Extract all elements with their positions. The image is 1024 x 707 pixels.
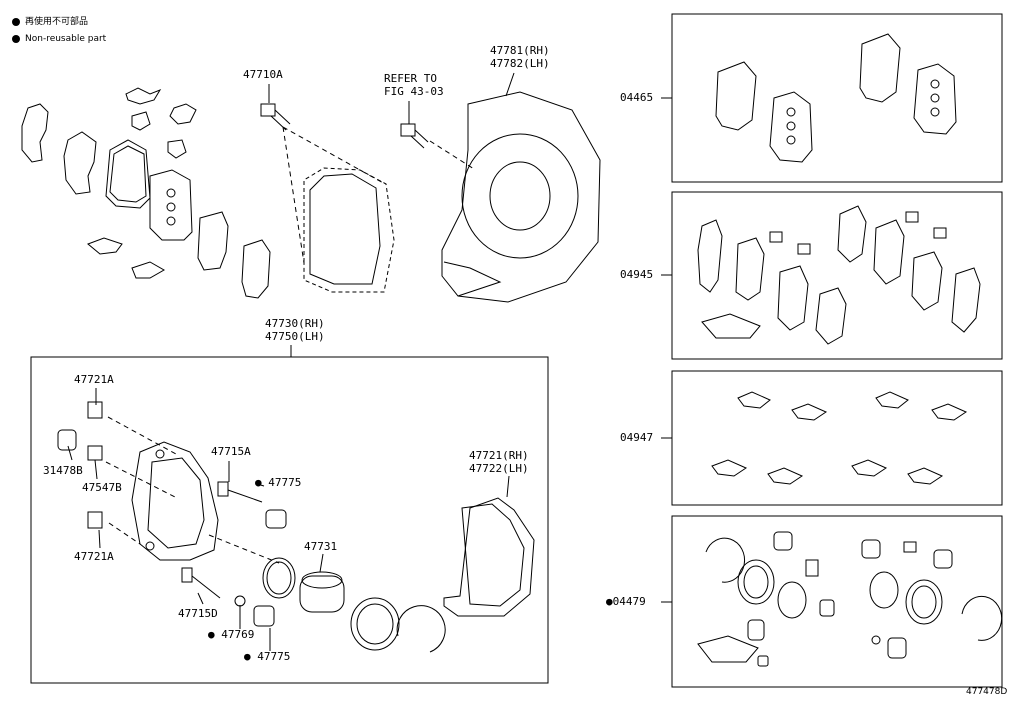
caliper-body-drawing [131,441,219,561]
part-label-47547B[interactable]: 47547B [82,481,122,494]
part-label-47715A[interactable]: 47715A [211,445,251,458]
caliper-assembly-box [30,356,549,684]
part-label-47775-bottom[interactable]: ● 47775 [244,650,291,663]
part-label-04479-text: 04479 [612,595,646,608]
part-label-47775-top[interactable]: ● 47775 [255,476,302,489]
part-label-47731[interactable]: 47731 [304,540,338,553]
part-label-47781[interactable]: 47781(RH) [490,44,550,57]
disc-dust-cover-drawing [441,91,601,303]
part-label-47782[interactable]: 47782(LH) [490,57,550,70]
part-label-47769[interactable]: 47769 [221,628,255,641]
refer-fig-link[interactable]: FIG 43-03 [384,85,444,98]
part-label-47775-bottom-text: 47775 [257,650,291,663]
box-04945 [671,191,1003,360]
legend-non-reusable-en: Non-reusable part [25,34,107,44]
box-04947 [671,370,1003,506]
part-label-47715D[interactable]: 47715D [178,607,218,620]
part-label-47750[interactable]: 47750(LH) [265,330,325,343]
refer-to-label: REFER TO [384,72,437,85]
legend-row-en: Non-reusable part [12,34,106,44]
part-label-31478B[interactable]: 31478B [43,464,83,477]
part-label-47721A-bottom[interactable]: 47721A [74,550,114,563]
bolt-fig43-drawing [400,123,429,149]
part-label-47721[interactable]: 47721(RH) [469,449,529,462]
legend-non-reusable-ja: 再使用不可部品 [25,17,89,27]
part-label-04947[interactable]: 04947 [620,431,654,444]
legend-row-ja: 再使用不可部品 [12,17,88,27]
bullet-dot-icon [12,35,20,43]
part-label-47710A[interactable]: 47710A [243,68,283,81]
figure-id: 477478D [966,687,1008,697]
part-label-04479[interactable]: ●04479 [606,595,646,608]
part-label-47769-row[interactable]: ● 47769 [208,628,255,641]
part-label-04465[interactable]: 04465 [620,91,654,104]
bolt-47710A-drawing [260,103,291,131]
pad-shims-drawing [21,87,271,299]
part-label-47721A-top[interactable]: 47721A [74,373,114,386]
part-label-04945[interactable]: 04945 [620,268,654,281]
part-label-47722[interactable]: 47722(LH) [469,462,529,475]
bullet-dot-icon [12,18,20,26]
box-04479 [671,515,1003,688]
part-label-47775-top-text: 47775 [268,476,302,489]
box-04465 [671,13,1003,183]
part-label-47730[interactable]: 47730(RH) [265,317,325,330]
